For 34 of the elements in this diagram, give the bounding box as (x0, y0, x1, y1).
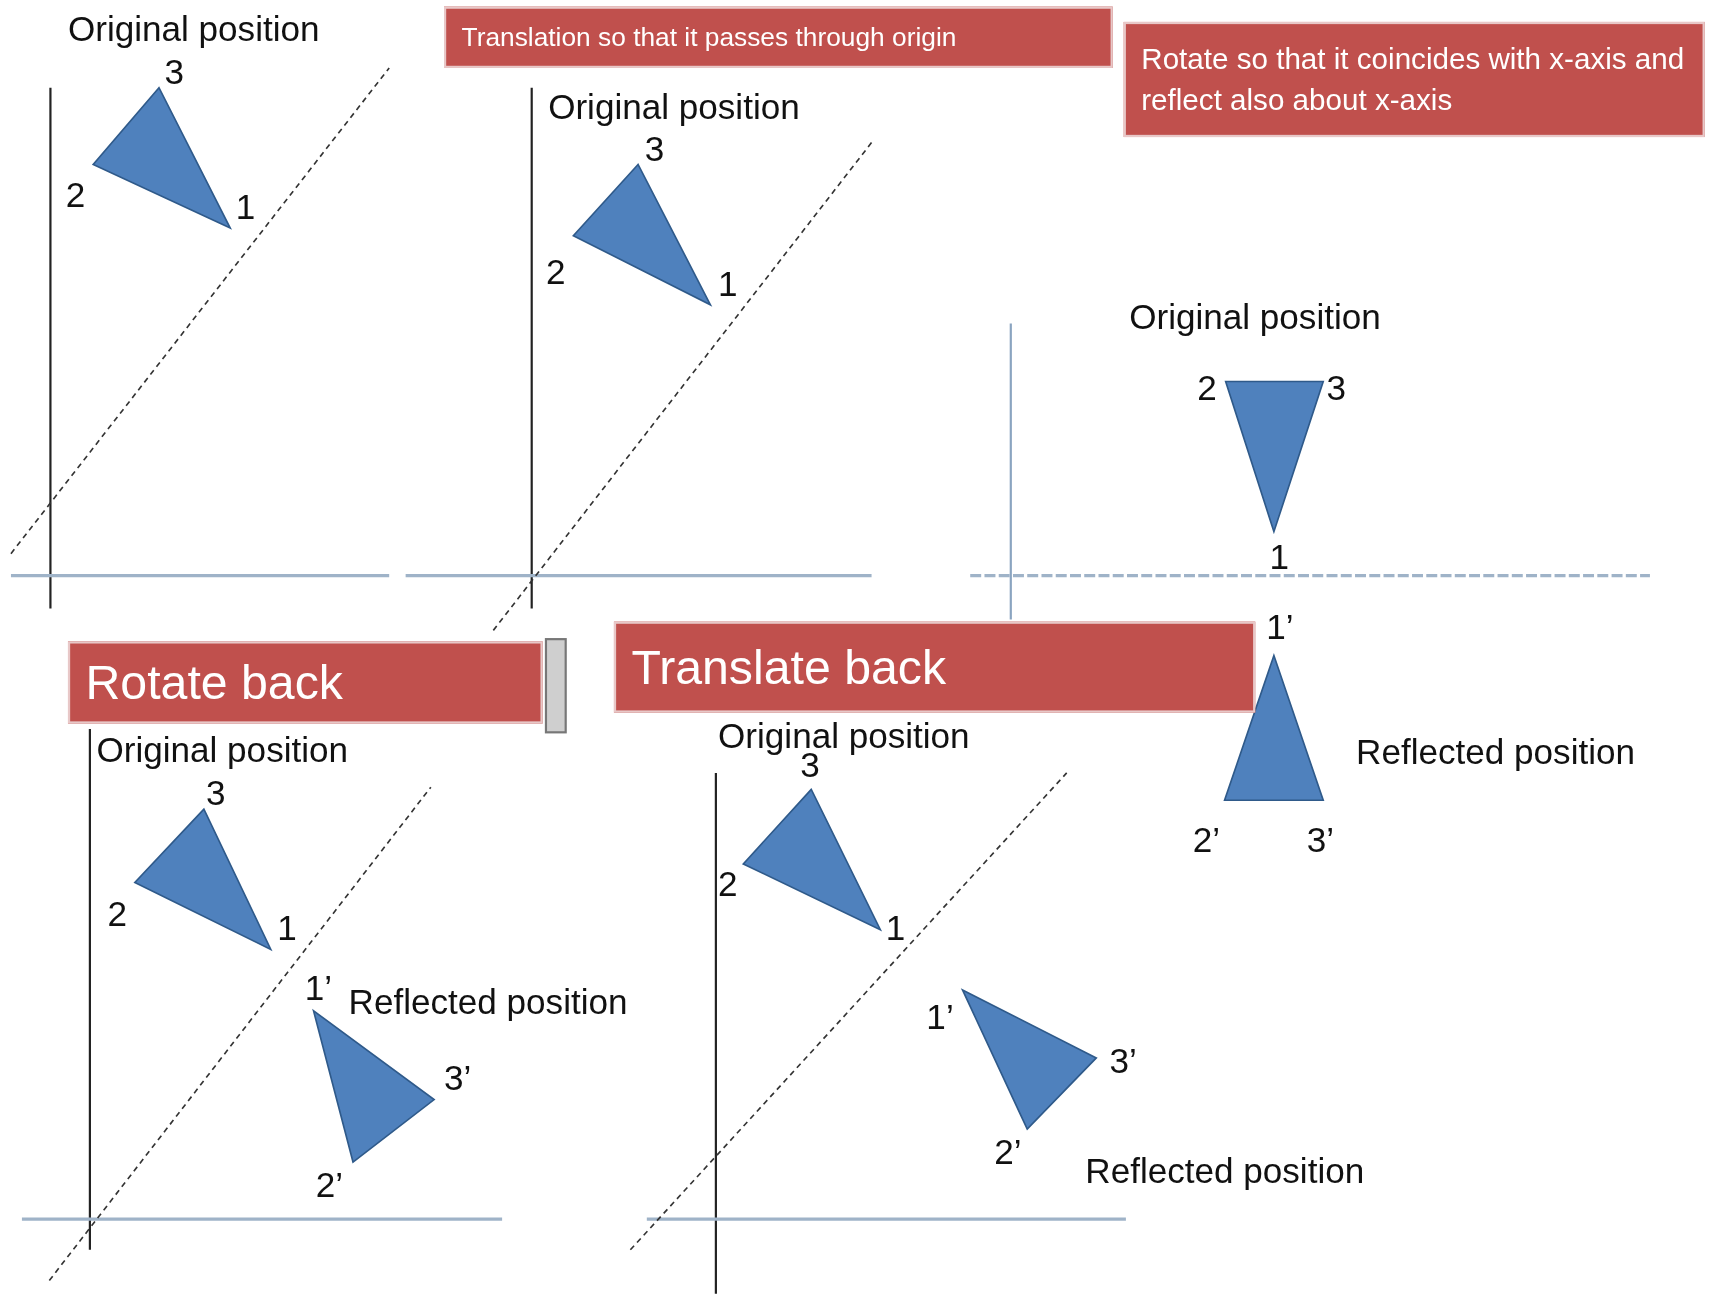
position-label: Reflected position (1356, 734, 1635, 770)
vertex-number: 1 (885, 909, 906, 945)
vertex-number: 2 (545, 254, 566, 290)
position-label: Original position (96, 732, 348, 768)
vertex-number: 2’ (994, 1134, 1022, 1170)
vertex-number: 2’ (1192, 822, 1221, 858)
vertex-number: 2 (718, 866, 738, 902)
vertex-number: 3 (164, 54, 184, 90)
vertex-number: 3’ (1109, 1043, 1137, 1079)
caption-banner: Translation so that it passes through origin (444, 6, 1113, 68)
vertex-number: 1’ (304, 970, 333, 1006)
vertex-number: 1 (235, 189, 256, 225)
vertex-number: 1’ (926, 999, 954, 1035)
vertex-number: 3 (1326, 370, 1347, 406)
vertex-number: 1’ (1266, 609, 1294, 645)
position-label: Original position (1129, 299, 1381, 335)
vertex-number: 2 (107, 896, 127, 932)
position-label: Original position (548, 89, 800, 125)
caption-banner: Translate back (613, 621, 1256, 713)
vertex-number: 2 (65, 177, 86, 213)
vertex-number: 3’ (444, 1060, 472, 1096)
caption-banner: Rotate back (67, 641, 543, 724)
position-label: Reflected position (1085, 1153, 1365, 1189)
vertex-number: 3’ (1306, 822, 1335, 858)
vertex-number: 2 (1197, 370, 1217, 406)
vertex-number: 3 (206, 775, 226, 811)
vertex-number: 2’ (315, 1167, 344, 1203)
vertex-number: 3 (644, 131, 665, 167)
position-label: Reflected position (348, 984, 628, 1020)
position-label: Original position (67, 10, 320, 47)
vertex-number: 1 (718, 266, 738, 302)
vertex-number: 1 (1269, 539, 1290, 575)
vertex-number: 1 (277, 909, 297, 945)
caption-banner: Rotate so that it coincides with x-axis and reflect also about x-axis (1123, 21, 1705, 138)
